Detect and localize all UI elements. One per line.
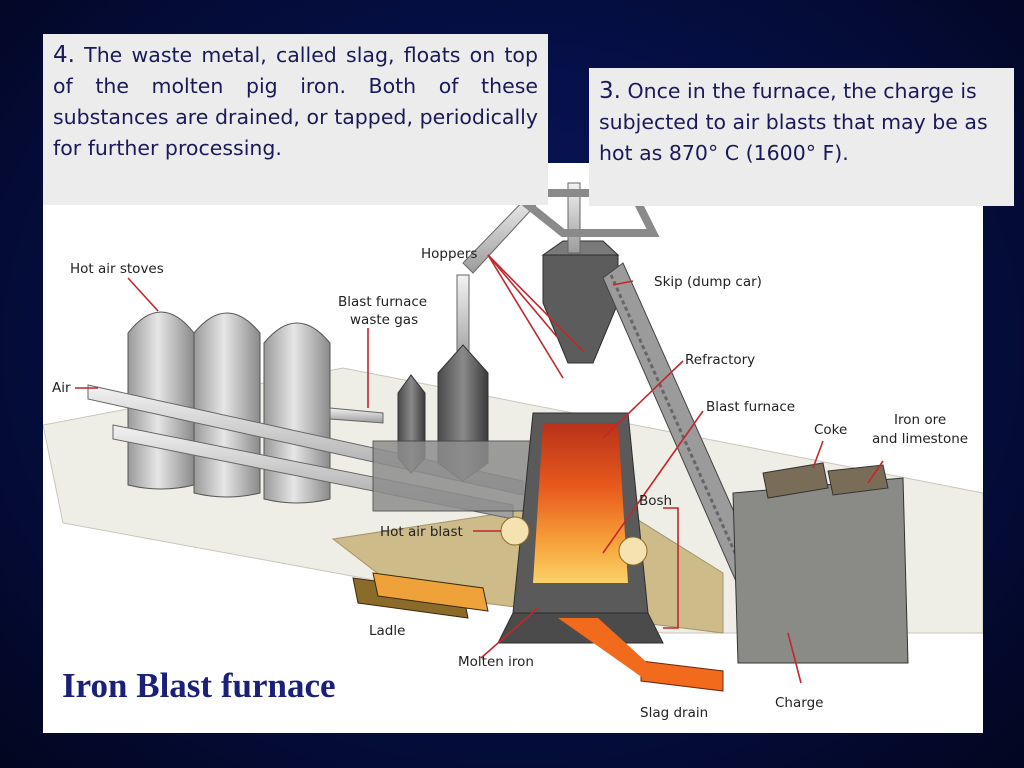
label-waste-gas-2: waste gas bbox=[350, 312, 418, 328]
step-4-number: 4. bbox=[53, 42, 75, 68]
diagram-illustration: Hot air stoves Air Blast furnace waste g… bbox=[43, 182, 983, 721]
label-air: Air bbox=[52, 380, 71, 396]
leader-lines bbox=[75, 254, 884, 684]
ore-bins bbox=[732, 462, 909, 664]
gas-tanks bbox=[372, 344, 574, 512]
step-4-text: The waste metal, called slag, floats on … bbox=[53, 43, 538, 160]
blast-furnace-diagram: Hot air stoves Air Blast furnace waste g… bbox=[43, 163, 983, 733]
label-ore-1: Iron ore bbox=[894, 412, 946, 428]
step-3-number: 3. bbox=[599, 78, 621, 104]
label-skip: Skip (dump car) bbox=[654, 274, 762, 290]
label-ore-2: and limestone bbox=[872, 431, 968, 447]
label-refractory: Refractory bbox=[685, 352, 755, 368]
label-hot-air-stoves: Hot air stoves bbox=[70, 261, 164, 277]
label-coke: Coke bbox=[814, 422, 847, 438]
step-4-callout: 4. The waste metal, called slag, floats … bbox=[43, 34, 548, 205]
ladle-train bbox=[352, 572, 489, 619]
label-hoppers: Hoppers bbox=[421, 246, 477, 262]
label-blast-furnace: Blast furnace bbox=[706, 399, 795, 415]
slide-title: Iron Blast furnace bbox=[62, 666, 336, 705]
label-slag-drain: Slag drain bbox=[640, 705, 708, 721]
furnace-tower bbox=[497, 182, 664, 644]
label-bosh: Bosh bbox=[639, 493, 672, 509]
slag-car bbox=[558, 618, 724, 692]
diagram-labels: Hot air stoves Air Blast furnace waste g… bbox=[52, 246, 968, 721]
label-waste-gas-1: Blast furnace bbox=[338, 294, 427, 310]
label-molten-iron: Molten iron bbox=[458, 654, 534, 670]
label-ladle: Ladle bbox=[369, 623, 405, 639]
label-charge: Charge bbox=[775, 695, 823, 711]
step-3-callout: 3. Once in the furnace, the charge is su… bbox=[589, 68, 1014, 206]
step-3-text: Once in the furnace, the charge is subje… bbox=[599, 79, 988, 165]
label-hot-air-blast: Hot air blast bbox=[380, 524, 463, 540]
